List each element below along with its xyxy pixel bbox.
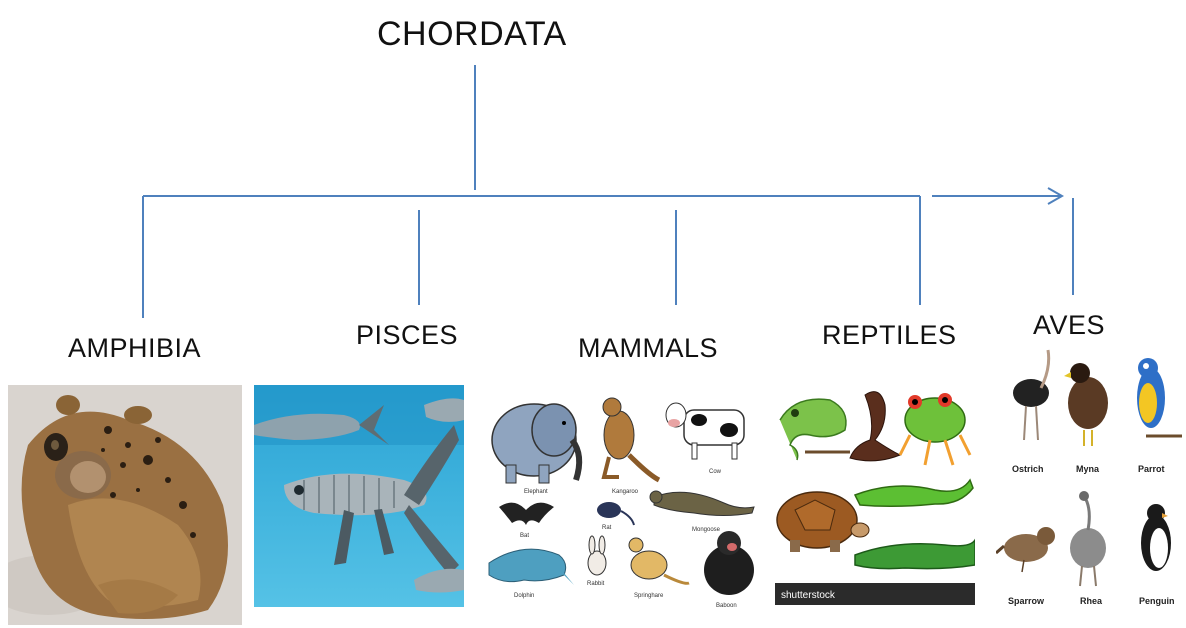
bat-icon — [499, 503, 554, 525]
bird-caption-penguin: Penguin — [1139, 596, 1175, 606]
root-label: CHORDATA — [377, 15, 567, 54]
bird-caption-parrot: Parrot — [1138, 464, 1165, 474]
pisces-image — [254, 385, 464, 607]
rhea-icon — [1070, 491, 1106, 586]
bird-caption-sparrow: Sparrow — [1008, 596, 1045, 606]
class-label-mammals: MAMMALS — [578, 333, 718, 364]
mongoose-icon — [650, 491, 754, 516]
mammal-caption-bat: Bat — [520, 533, 529, 539]
penguin-icon — [1141, 504, 1171, 571]
class-label-reptiles: REPTILES — [822, 320, 957, 351]
class-label-amphibia: AMPHIBIA — [68, 333, 201, 364]
crocodile-icon — [855, 540, 975, 569]
baboon-icon — [704, 531, 754, 595]
dolphin-icon — [489, 549, 574, 585]
ostrich-icon — [1013, 350, 1049, 440]
tortoise-icon — [777, 492, 869, 552]
class-label-pisces: PISCES — [356, 320, 458, 351]
mammals-image: Elephant Kangaroo Cow Bat — [484, 385, 766, 620]
mammal-caption-cow: Cow — [709, 469, 722, 475]
class-label-aves: AVES — [1033, 310, 1105, 341]
elephant-icon — [492, 404, 579, 483]
amphibia-image — [8, 385, 242, 625]
lizard-icon — [855, 480, 973, 506]
springhare-icon — [629, 538, 689, 583]
parrot-icon — [1137, 358, 1182, 436]
reptile-watermark: shutterstock — [781, 590, 836, 601]
mammal-caption-rabbit: Rabbit — [587, 581, 605, 587]
myna-icon — [1064, 363, 1108, 446]
sparrow-icon — [996, 527, 1055, 572]
tree-frog-icon — [900, 393, 970, 465]
reptiles-image: shutterstock — [775, 380, 975, 605]
mammal-caption-kangaroo: Kangaroo — [612, 489, 639, 495]
bird-caption-myna: Myna — [1076, 464, 1100, 474]
mammal-caption-dolphin: Dolphin — [514, 593, 534, 599]
mammal-caption-baboon: Baboon — [716, 603, 737, 609]
rabbit-icon — [588, 536, 606, 575]
chameleon-icon — [780, 399, 850, 460]
aves-image: Ostrich Myna Parrot Sparrow — [996, 348, 1182, 610]
bird-caption-ostrich: Ostrich — [1012, 464, 1044, 474]
cobra-icon — [850, 392, 900, 461]
kangaroo-icon — [603, 398, 659, 480]
mammal-caption-springhare: Springhare — [634, 593, 664, 599]
mammal-caption-rat: Rat — [602, 525, 612, 531]
cow-icon — [666, 403, 744, 459]
bird-caption-rhea: Rhea — [1080, 596, 1103, 606]
rat-icon — [597, 502, 634, 525]
mammal-caption-mongoose: Mongoose — [692, 527, 721, 533]
mammal-caption-elephant: Elephant — [524, 489, 548, 495]
